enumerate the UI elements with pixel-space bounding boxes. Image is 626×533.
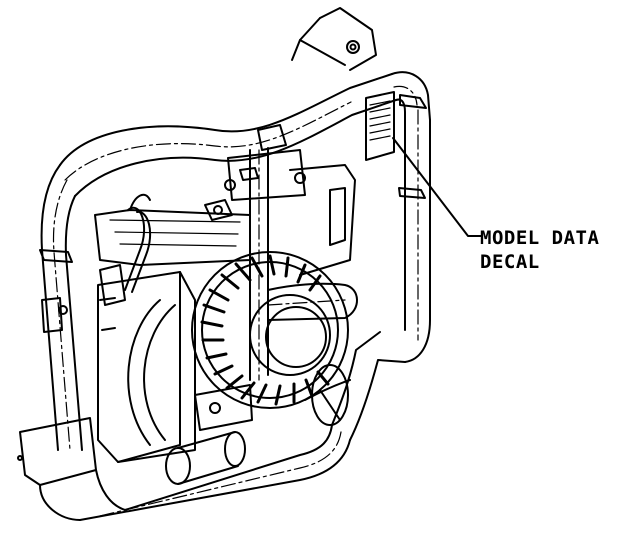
callout-line-2: DECAL	[480, 251, 540, 273]
air-cleaner-box	[97, 271, 196, 463]
bottom-horizontal-tube	[79, 424, 351, 521]
top-handle-bar	[59, 73, 397, 197]
side-panel	[289, 164, 356, 276]
callout-leader-line	[392, 137, 483, 237]
right-vertical-tube	[398, 94, 431, 363]
left-upper-hook	[124, 206, 152, 293]
bottom-left-foot	[17, 417, 126, 521]
callout-line-1: MODEL DATA	[480, 227, 600, 249]
engine-body	[94, 193, 251, 306]
top-left-bracket	[291, 7, 377, 71]
lower-base	[41, 297, 253, 431]
recoil-starter-fan	[191, 251, 349, 409]
left-vertical-tube	[39, 164, 83, 451]
model-data-decal-label: MODEL DATA DECAL	[480, 226, 599, 274]
bottom-right-loop	[304, 331, 406, 441]
top-right-corner	[391, 71, 431, 126]
model-data-decal-panel	[365, 91, 395, 161]
